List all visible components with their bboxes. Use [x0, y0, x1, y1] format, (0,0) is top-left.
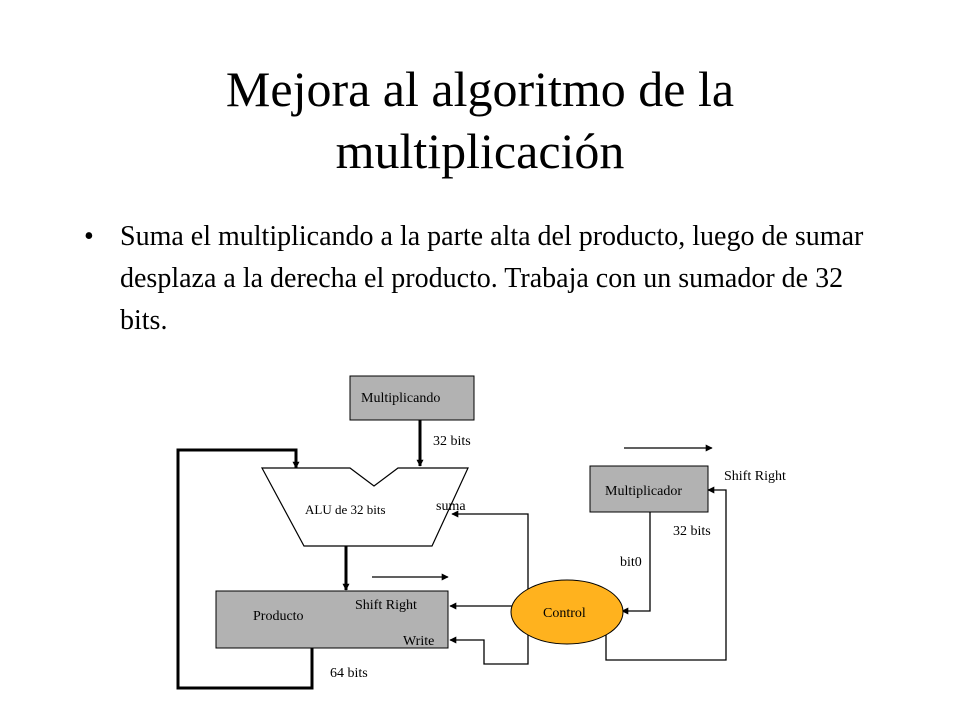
control-label: Control [543, 606, 586, 621]
bits-32-top-label: 32 bits [433, 434, 471, 449]
bit0-label: bit0 [620, 555, 642, 570]
suma-label: suma [436, 499, 466, 514]
producto-register [215, 590, 449, 649]
alu-shape [260, 467, 469, 547]
slide-title-line-1: Mejora al algoritmo de la [225, 61, 735, 117]
write-label: Write [403, 634, 435, 649]
control-to-alu-suma-line [451, 510, 529, 596]
bullet-text: Suma el multiplicando a la parte alta de… [120, 221, 864, 336]
multiplicador-register [589, 465, 709, 513]
producto-shift-right-label: Shift Right [355, 598, 417, 613]
control-to-multiplicador-line [605, 486, 727, 661]
control-to-producto-write-line [449, 626, 529, 665]
bits-32-right-label: 32 bits [673, 524, 711, 539]
alu-label: ALU de 32 bits [305, 502, 386, 517]
bits-64-label: 64 bits [330, 666, 368, 681]
multiplicando-register [349, 375, 475, 421]
multiplicador-shift-right-label: Shift Right [724, 469, 786, 484]
bullet-icon: • [84, 221, 94, 252]
slide-title-line-2: multiplicación [335, 123, 625, 179]
slide-title: Mejora al algoritmo de la multiplicación [0, 58, 960, 182]
multiplicador-label: Multiplicador [605, 484, 682, 499]
multiplicando-label: Multiplicando [361, 391, 441, 406]
producto-feedback-loop [176, 448, 314, 690]
bit0-to-control-line [621, 512, 651, 615]
control-unit [510, 579, 624, 645]
producto-label: Producto [253, 609, 304, 624]
